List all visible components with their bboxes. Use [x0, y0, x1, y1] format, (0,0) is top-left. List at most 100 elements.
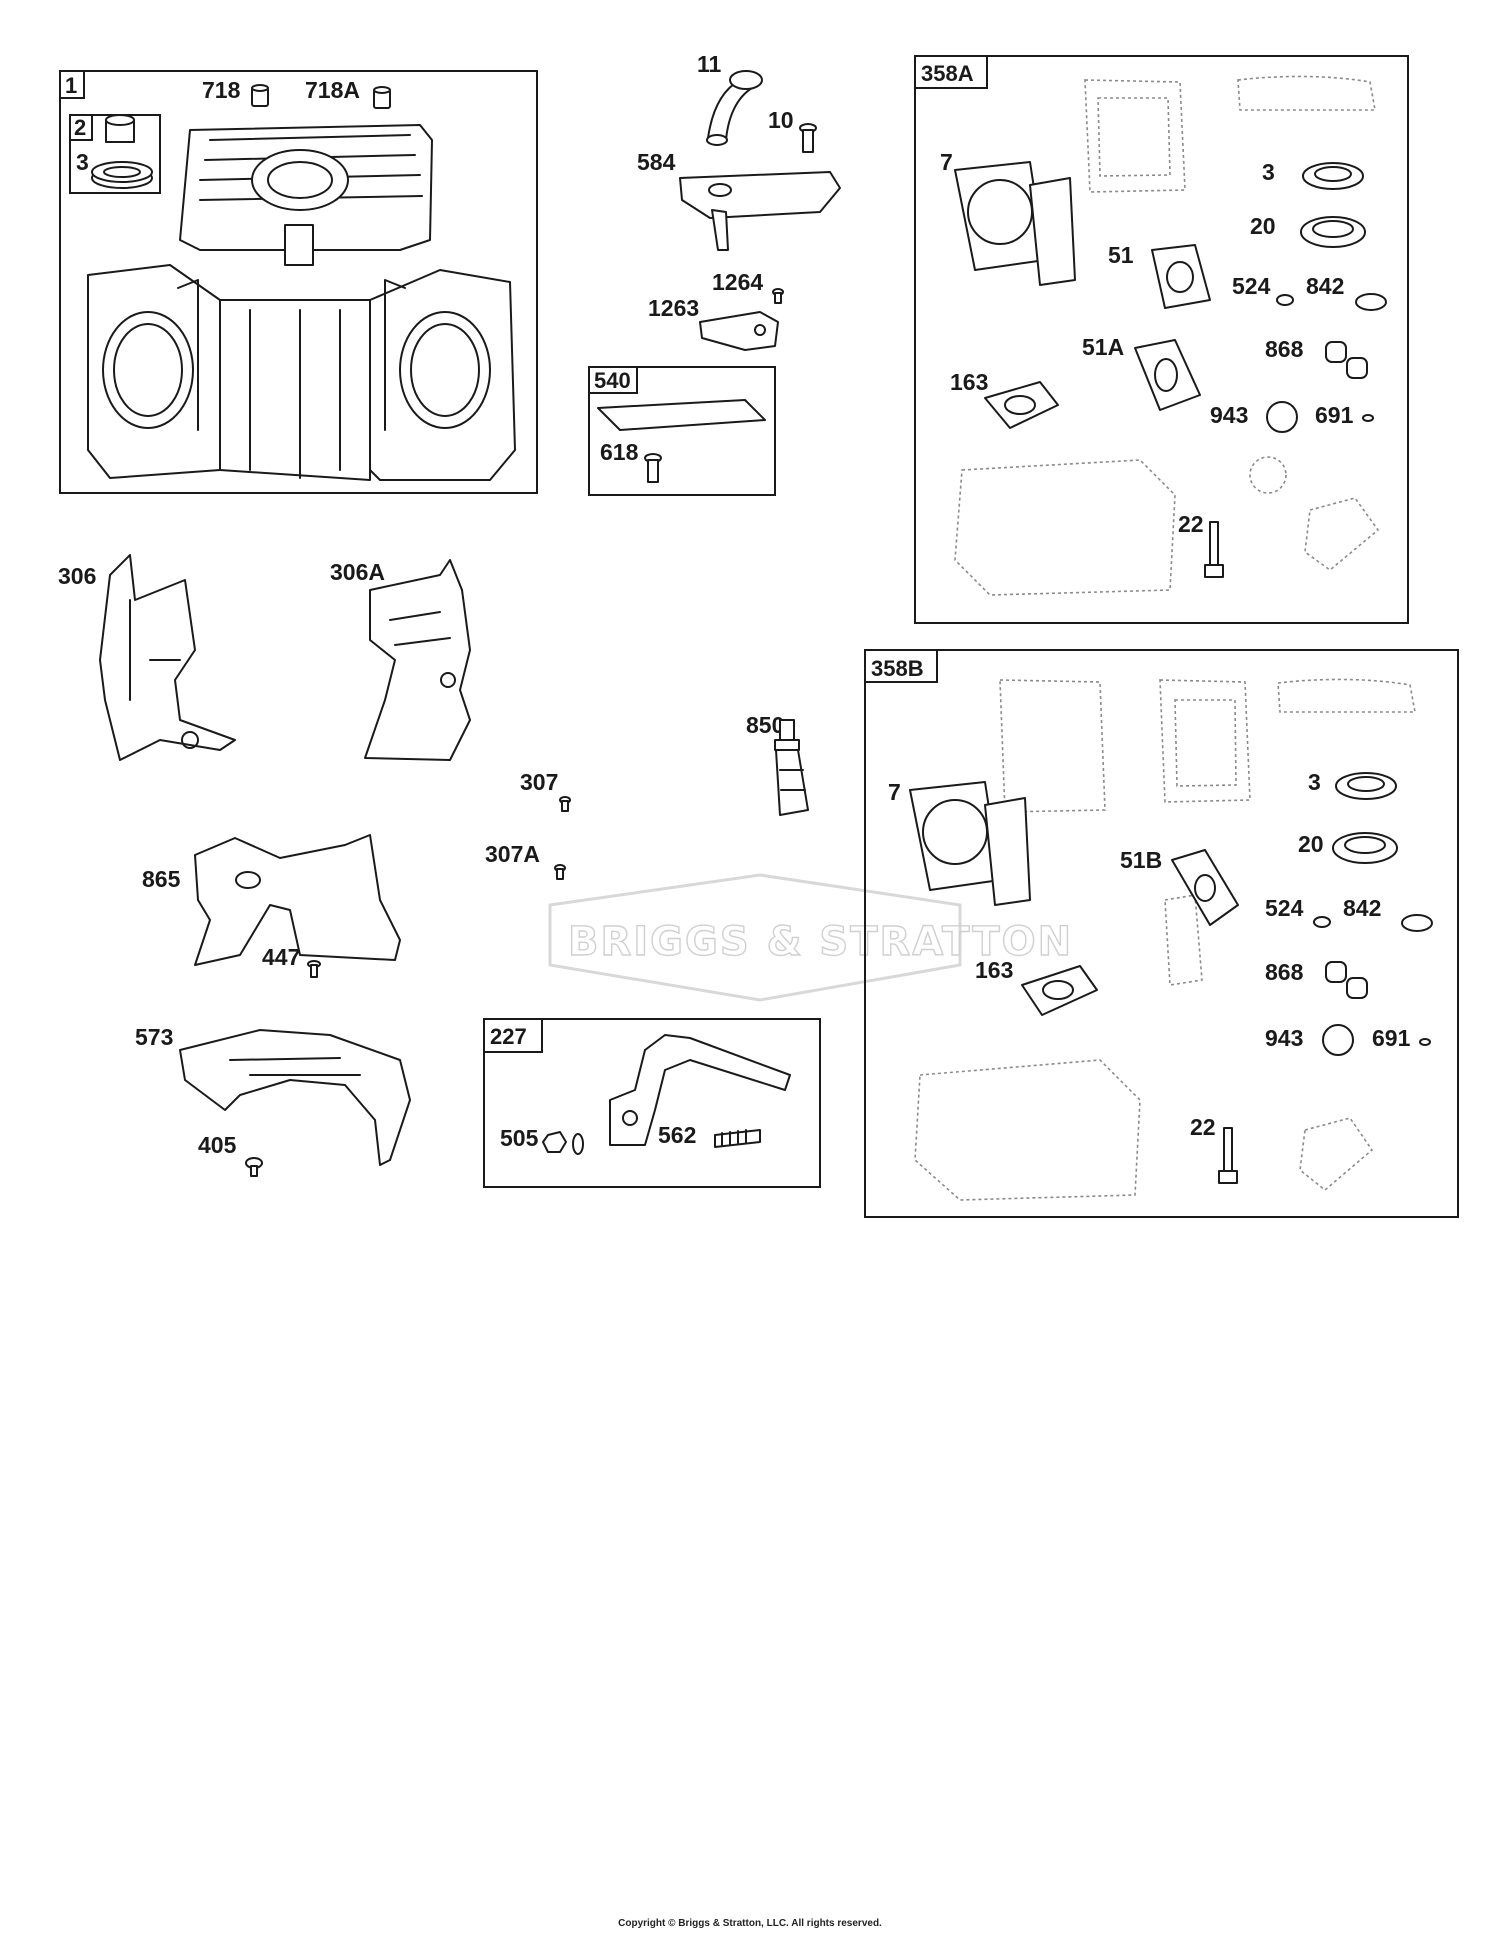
- bushing-part: [105, 114, 135, 143]
- seal-3-358a: [1302, 162, 1364, 190]
- seal-20-358a: [1300, 216, 1366, 248]
- kit-tag-2: [69, 114, 93, 141]
- part-label-562: 562: [658, 1122, 696, 1148]
- ghost-gasket-358a-1: [1084, 79, 1186, 193]
- part-label-618: 618: [600, 439, 639, 465]
- kit-tag-227: [483, 1018, 543, 1053]
- part-label-10: 10: [768, 107, 794, 133]
- kit-tag-358b: [864, 649, 938, 683]
- kit-label-227: 227: [490, 1024, 527, 1049]
- part-label-51-358a: 51: [1108, 242, 1134, 268]
- shield-865: [194, 834, 401, 966]
- ghost-gasket-358b-3: [1277, 678, 1416, 713]
- kit-box-1: [59, 70, 538, 494]
- part-label-51a-358a: 51A: [1082, 334, 1124, 360]
- part-label-718: 718: [202, 77, 241, 103]
- engine-block-part: [87, 124, 516, 481]
- nut-505: [542, 1131, 584, 1155]
- kit-tag-540: [588, 366, 638, 394]
- ghost-gasket-358b-4: [1164, 894, 1203, 986]
- ghost-gasket-358b-2: [1159, 679, 1251, 803]
- part-label-868-358a: 868: [1265, 336, 1304, 362]
- kit-tag-358a: [914, 55, 988, 89]
- part-label-584: 584: [637, 149, 676, 175]
- part-label-307: 307: [520, 769, 558, 795]
- part-label-691-358b: 691: [1372, 1025, 1411, 1051]
- ghost-oring-358a: [1249, 456, 1287, 494]
- part-label-51b-358b: 51B: [1120, 847, 1162, 873]
- part-label-447: 447: [262, 944, 300, 970]
- part-label-20-358a: 20: [1250, 213, 1276, 239]
- gasket-540: [597, 399, 766, 431]
- part-label-22-358b: 22: [1190, 1114, 1216, 1140]
- part-label-20-358b: 20: [1298, 831, 1324, 857]
- dipstick-tube-part: [706, 70, 763, 146]
- part-label-505: 505: [500, 1125, 539, 1151]
- part-label-3-358b: 3: [1308, 769, 1321, 795]
- part-label-306a: 306A: [330, 559, 385, 585]
- copyright-notice: Copyright © Briggs & Stratton, LLC. All …: [618, 1918, 882, 1929]
- part-label-7-358a: 7: [940, 149, 953, 175]
- screw-405: [245, 1157, 263, 1177]
- washer-842-358b: [1401, 914, 1433, 932]
- valve-seal-868-358b: [1325, 961, 1368, 999]
- washer-842-358a: [1355, 293, 1387, 311]
- gasket-51-358a: [1151, 244, 1211, 309]
- seal-3-358b: [1335, 772, 1397, 800]
- oring-943-358b: [1322, 1024, 1354, 1056]
- breather-cover-584: [679, 171, 841, 251]
- part-label-1264: 1264: [712, 269, 763, 295]
- part-label-691-358a: 691: [1315, 402, 1354, 428]
- washer-524-358a: [1276, 294, 1294, 306]
- head-gasket-7-358b: [909, 781, 1031, 906]
- screw-307: [559, 796, 571, 812]
- bolt-22-358b: [1218, 1127, 1238, 1184]
- screw-447: [307, 960, 321, 978]
- screw-307a: [554, 864, 566, 880]
- part-label-7-358b: 7: [888, 779, 901, 805]
- part-label-868-358b: 868: [1265, 959, 1304, 985]
- kit-label-1: 1: [65, 73, 77, 98]
- kit-label-540: 540: [594, 368, 631, 393]
- gasket-51b-358b: [1171, 849, 1239, 926]
- kit-box-227: [483, 1018, 821, 1188]
- screw-618: [644, 453, 662, 483]
- watermark-text: BRIGGS & STRATTON: [568, 919, 1073, 965]
- screw-10: [799, 123, 817, 153]
- part-label-307a: 307A: [485, 841, 540, 867]
- ghost-gasket-358a-3: [954, 459, 1176, 596]
- blower-housing-573: [179, 1029, 411, 1166]
- part-label-718a: 718A: [305, 77, 360, 103]
- part-label-524-358b: 524: [1265, 895, 1304, 921]
- bracket-227: [609, 1034, 791, 1146]
- kit-box-540: [588, 366, 776, 496]
- seal-20-358b: [1332, 832, 1398, 864]
- dowel-pin-718a: [373, 86, 391, 109]
- gasket-163-358b: [1021, 965, 1098, 1016]
- part-label-163-358a: 163: [950, 369, 988, 395]
- washer-524-358b: [1313, 916, 1331, 928]
- oil-seal-part: [91, 161, 153, 189]
- part-label-524-358a: 524: [1232, 273, 1271, 299]
- kit-box-358b: [864, 649, 1459, 1218]
- part-label-306: 306: [58, 563, 96, 589]
- kit-box-358a: [914, 55, 1409, 624]
- kit-tag-1: [59, 70, 85, 99]
- part-label-1263: 1263: [648, 295, 699, 321]
- part-label-11: 11: [697, 51, 722, 77]
- ghost-gasket-358a-2: [1237, 75, 1376, 111]
- ghost-gasket-358b-5: [914, 1059, 1141, 1201]
- part-label-842-358a: 842: [1306, 273, 1344, 299]
- part-label-865: 865: [142, 866, 181, 892]
- spacer-51a-358a: [1134, 339, 1201, 411]
- part-label-850: 850: [746, 712, 784, 738]
- part-label-163-358b: 163: [975, 957, 1013, 983]
- ghost-gasket-358b-6: [1299, 1117, 1374, 1192]
- air-guide-306: [99, 554, 236, 761]
- part-label-3-358a: 3: [1262, 159, 1275, 185]
- kit-label-358a: 358A: [921, 61, 974, 86]
- screw-1264: [772, 288, 784, 304]
- bracket-1263: [699, 311, 779, 351]
- kit-label-2: 2: [74, 115, 86, 140]
